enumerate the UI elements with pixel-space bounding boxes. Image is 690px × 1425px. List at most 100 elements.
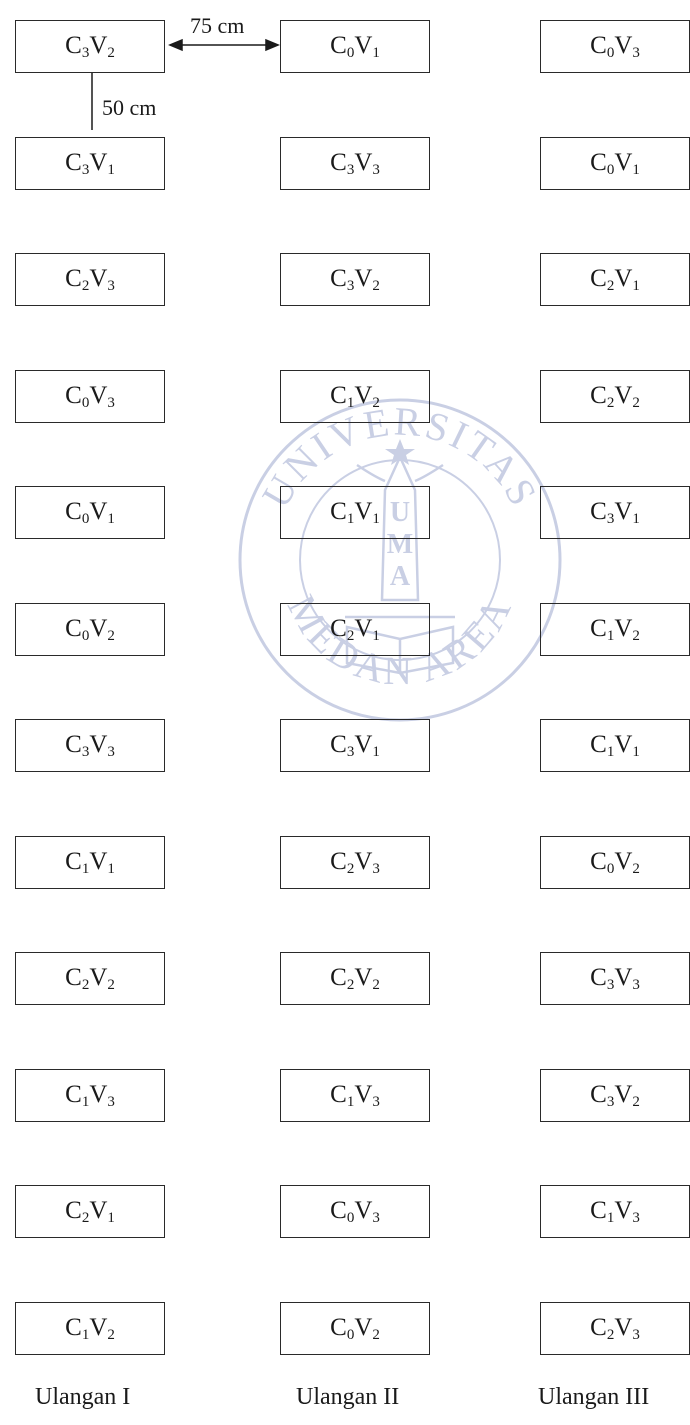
- plot-box-col2-row6: C2V1: [280, 603, 430, 656]
- plot-box-col2-row1: C0V1: [280, 20, 430, 73]
- c-level: 0: [346, 1209, 355, 1226]
- plot-box-col3-row12: C2V3: [540, 1302, 690, 1355]
- plot-label: C3V1: [590, 497, 640, 527]
- plot-label: C0V2: [330, 1313, 380, 1343]
- c-level: 0: [346, 1326, 355, 1343]
- c-level: 2: [81, 277, 90, 294]
- plot-box-col1-row2: C3V1: [15, 137, 165, 190]
- v-level: 2: [632, 1093, 640, 1110]
- plot-box-col3-row1: C0V3: [540, 20, 690, 73]
- c-level: 2: [606, 394, 615, 411]
- v-level: 3: [632, 976, 640, 993]
- v-level: 2: [107, 976, 115, 993]
- plot-label: C2V1: [590, 264, 640, 294]
- c-level: 3: [606, 976, 615, 993]
- plot-label: C1V3: [330, 1080, 380, 1110]
- plot-label: C3V2: [65, 31, 115, 61]
- plot-label: C2V1: [65, 1196, 115, 1226]
- plot-label: C3V3: [590, 963, 640, 993]
- c-level: 2: [606, 1326, 615, 1343]
- c-level: 1: [81, 1093, 90, 1110]
- plot-label: C0V2: [590, 847, 640, 877]
- v-level: 2: [372, 394, 380, 411]
- c-level: 2: [81, 976, 90, 993]
- plot-box-col3-row4: C2V2: [540, 370, 690, 423]
- column-label-ulangan-2: Ulangan II: [296, 1384, 400, 1410]
- v-level: 3: [632, 1326, 640, 1343]
- plot-box-col1-row12: C1V2: [15, 1302, 165, 1355]
- v-level: 1: [107, 161, 115, 178]
- plot-box-col3-row10: C3V2: [540, 1069, 690, 1122]
- plot-label: C2V2: [590, 381, 640, 411]
- c-level: 0: [81, 627, 90, 644]
- plot-label: C3V2: [590, 1080, 640, 1110]
- vertical-spacing-label: 50 cm: [102, 95, 157, 120]
- c-level: 3: [606, 510, 615, 527]
- v-level: 2: [372, 277, 380, 294]
- v-level: 2: [372, 1326, 380, 1343]
- plot-box-col1-row7: C3V3: [15, 719, 165, 772]
- plot-label: C0V3: [590, 31, 640, 61]
- plot-box-col1-row5: C0V1: [15, 486, 165, 539]
- seal-monogram-a: A: [390, 561, 411, 592]
- c-level: 2: [346, 976, 355, 993]
- plot-label: C2V3: [330, 847, 380, 877]
- plot-label: C1V1: [65, 847, 115, 877]
- column-label-ulangan-3: Ulangan III: [538, 1384, 650, 1410]
- plot-box-col1-row1: C3V2: [15, 20, 165, 73]
- plot-box-col1-row3: C2V3: [15, 253, 165, 306]
- plot-box-col2-row7: C3V1: [280, 719, 430, 772]
- plot-label: C2V2: [330, 963, 380, 993]
- plot-box-col2-row4: C1V2: [280, 370, 430, 423]
- v-level: 3: [372, 161, 380, 178]
- c-level: 0: [606, 161, 615, 178]
- v-level: 2: [107, 44, 115, 61]
- plot-label: C0V1: [330, 31, 380, 61]
- c-level: 2: [606, 277, 615, 294]
- plot-box-col1-row4: C0V3: [15, 370, 165, 423]
- v-level: 3: [372, 860, 380, 877]
- plot-label: C3V1: [65, 148, 115, 178]
- plot-label: C0V1: [590, 148, 640, 178]
- plot-label: C0V1: [65, 497, 115, 527]
- plot-box-col2-row2: C3V3: [280, 137, 430, 190]
- plot-label: C1V2: [590, 614, 640, 644]
- v-level: 3: [372, 1093, 380, 1110]
- seal-monogram-u: U: [390, 497, 410, 528]
- v-level: 3: [107, 394, 115, 411]
- plot-label: C2V2: [65, 963, 115, 993]
- c-level: 3: [346, 277, 355, 294]
- plot-label: C2V1: [330, 614, 380, 644]
- c-level: 1: [346, 510, 355, 527]
- c-level: 2: [346, 860, 355, 877]
- plot-label: C1V2: [330, 381, 380, 411]
- c-level: 1: [346, 394, 355, 411]
- plot-label: C0V3: [330, 1196, 380, 1226]
- plot-label: C3V3: [65, 730, 115, 760]
- c-level: 2: [346, 627, 355, 644]
- plot-box-col3-row11: C1V3: [540, 1185, 690, 1238]
- v-level: 2: [107, 627, 115, 644]
- v-level: 3: [107, 1093, 115, 1110]
- plot-box-col3-row3: C2V1: [540, 253, 690, 306]
- c-level: 3: [81, 44, 90, 61]
- v-level: 1: [107, 1209, 115, 1226]
- plot-label: C3V2: [330, 264, 380, 294]
- c-level: 3: [81, 743, 90, 760]
- v-level: 2: [632, 627, 640, 644]
- plot-box-col1-row11: C2V1: [15, 1185, 165, 1238]
- v-level: 3: [372, 1209, 380, 1226]
- plot-box-col2-row5: C1V1: [280, 486, 430, 539]
- c-level: 1: [346, 1093, 355, 1110]
- c-level: 1: [81, 860, 90, 877]
- plot-box-col2-row12: C0V2: [280, 1302, 430, 1355]
- v-level: 1: [372, 627, 380, 644]
- c-level: 0: [81, 394, 90, 411]
- plot-box-col1-row10: C1V3: [15, 1069, 165, 1122]
- plot-label: C1V3: [590, 1196, 640, 1226]
- horizontal-spacing-arrow: [168, 38, 280, 52]
- plot-box-col3-row7: C1V1: [540, 719, 690, 772]
- plot-label: C1V3: [65, 1080, 115, 1110]
- plot-label: C1V1: [590, 730, 640, 760]
- v-level: 1: [372, 743, 380, 760]
